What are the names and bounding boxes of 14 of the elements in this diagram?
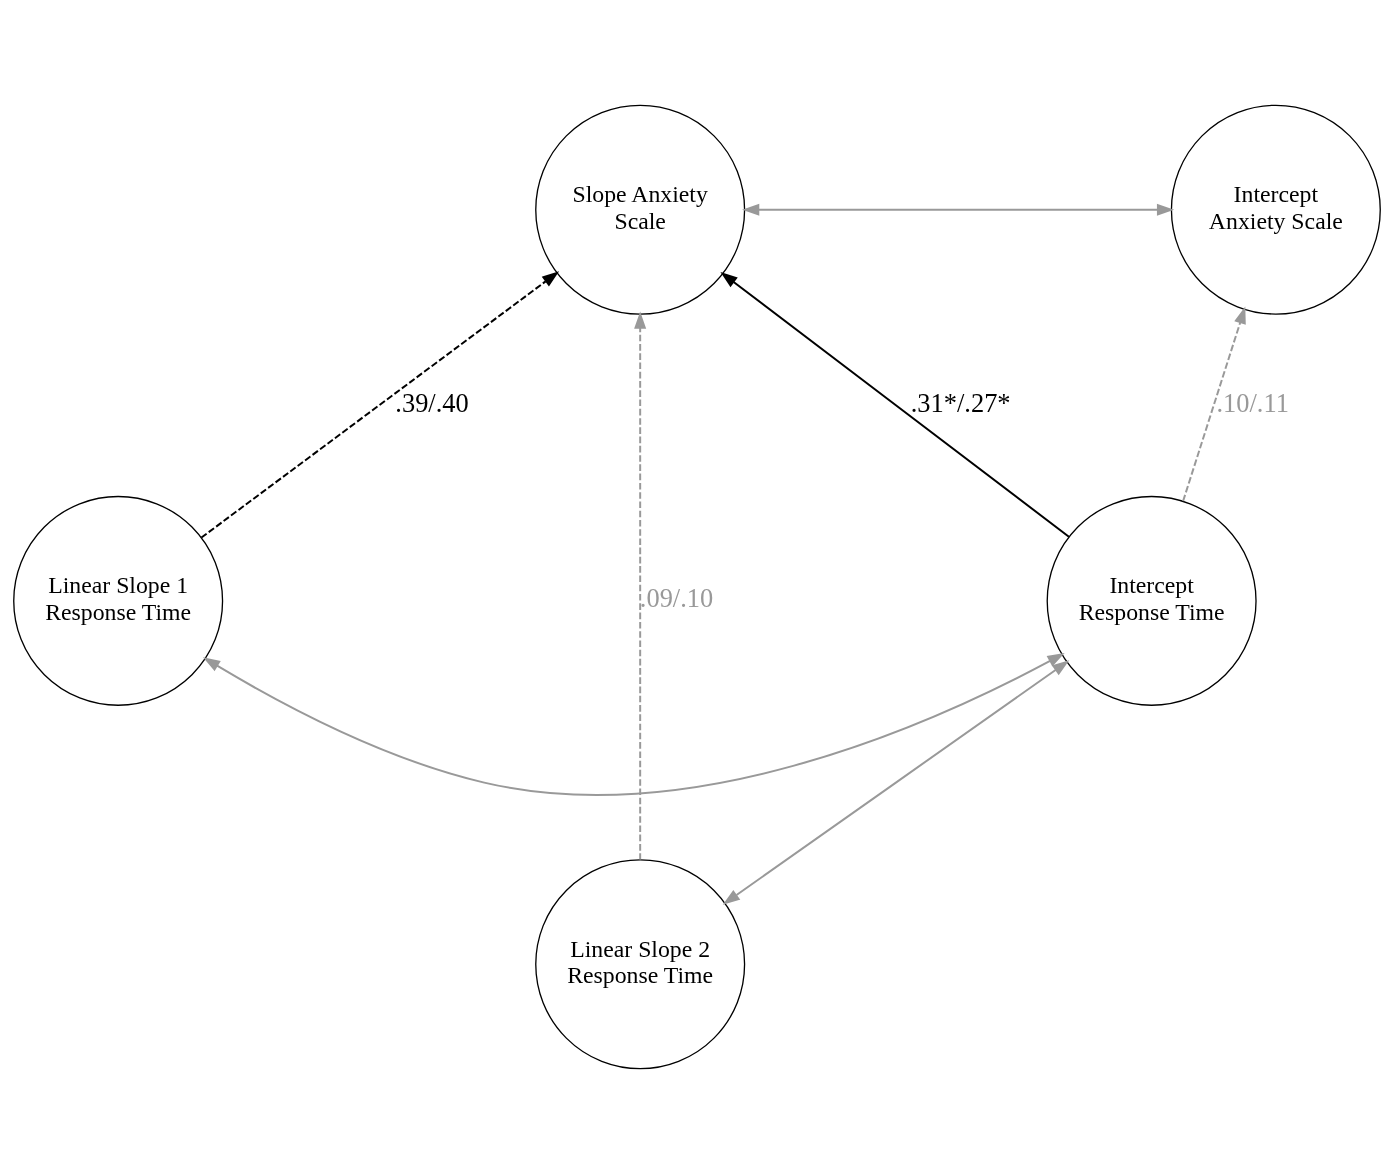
arrow (722, 660, 1070, 905)
node-circle: Linear Slope 2 Response Time (535, 859, 746, 1070)
arrow (742, 203, 1175, 216)
arrow (1182, 306, 1246, 502)
arrow (200, 271, 560, 539)
edge-label: .31*/.27* (910, 387, 1011, 418)
edge-label: .39/.40 (395, 387, 469, 418)
edge-label: .09/.10 (639, 583, 714, 614)
node-circle: Slope Anxiety Scale (535, 104, 746, 315)
arrow (634, 311, 647, 861)
arrow (202, 653, 1065, 796)
node-circle: Intercept Anxiety Scale (1170, 104, 1381, 315)
arrow (720, 271, 1070, 538)
edge-label: .10/.11 (1216, 387, 1289, 418)
